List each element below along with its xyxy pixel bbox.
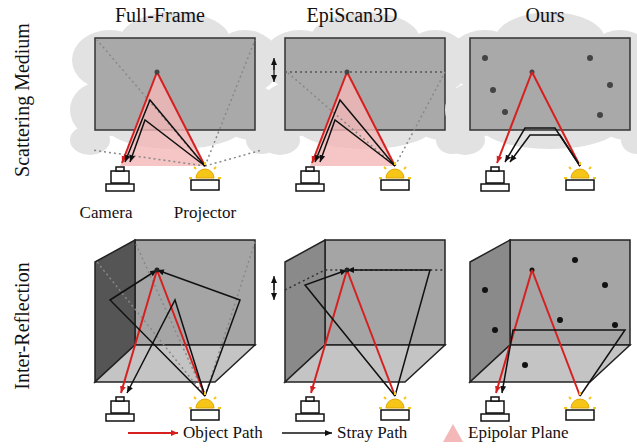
legend-text: Stray Path [337,424,407,443]
legend-text: Object Path [183,424,263,443]
legend-swatch [442,423,464,443]
ours-interreflection [470,240,630,421]
ours-scatter [445,12,637,191]
episcan-scatter [260,12,470,191]
row-title: Inter-Reflection [11,262,33,389]
legend-text: Epipolar Plane [468,424,569,443]
device-label: Camera [80,204,133,223]
device-label: Projector [174,204,236,223]
full-frame-scatter [70,12,280,191]
column-title: Ours [526,4,565,26]
column-title: Full-Frame [115,4,205,26]
episcan-interreflection [274,240,445,421]
column-title: EpiScan3D [306,4,397,26]
row-title: Scattering Medium [11,23,33,177]
legend-black-arrow [282,432,332,434]
legend-red-arrow [128,432,178,434]
full-frame-interreflection [95,240,255,421]
